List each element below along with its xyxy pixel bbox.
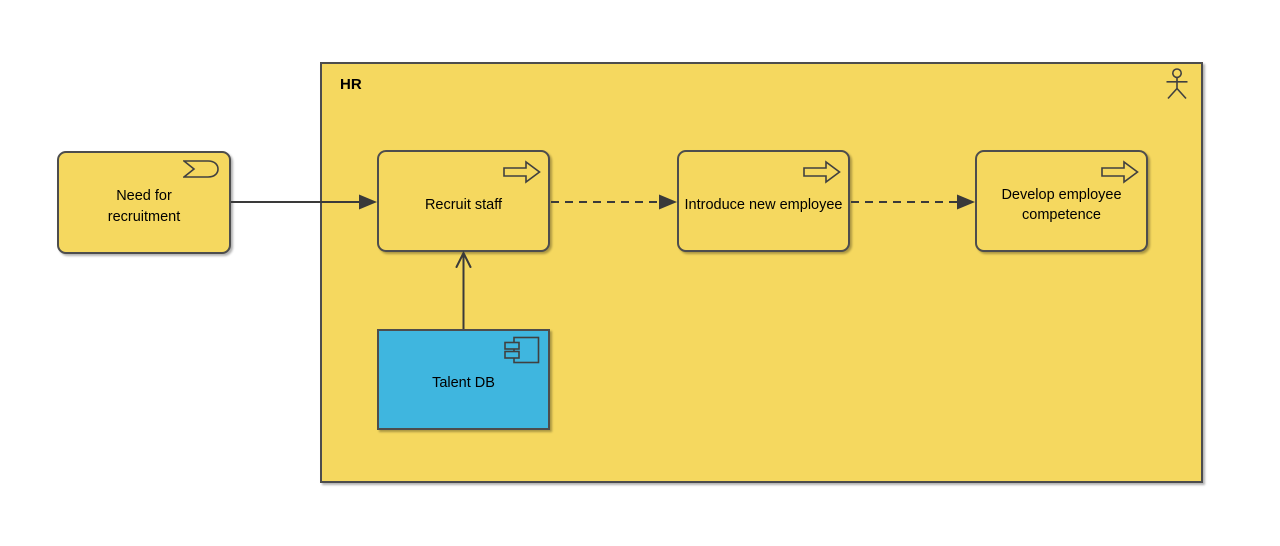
node-talent-db[interactable]: Talent DB — [377, 329, 550, 430]
node-recruit-staff[interactable]: Recruit staff — [377, 150, 550, 252]
node-label: Recruit staff — [424, 196, 503, 213]
business-event-icon — [181, 160, 219, 184]
node-label: Talent DB — [432, 375, 495, 392]
node-label: Introduce new employee — [684, 196, 843, 213]
business-process-icon — [503, 160, 541, 190]
node-develop-employee-competence[interactable]: Develop employee competence — [975, 150, 1148, 252]
component-icon — [504, 336, 540, 370]
business-actor-icon — [1165, 68, 1189, 107]
node-label: Develop employee competence — [1001, 186, 1122, 223]
node-label: Need for recruitment — [107, 188, 181, 225]
business-process-icon — [803, 160, 841, 190]
business-process-icon — [1101, 160, 1139, 190]
node-introduce-new-employee[interactable]: Introduce new employee — [677, 150, 850, 252]
node-need-for-recruitment[interactable]: Need for recruitment — [57, 151, 231, 254]
group-hr-label: HR — [340, 76, 362, 93]
